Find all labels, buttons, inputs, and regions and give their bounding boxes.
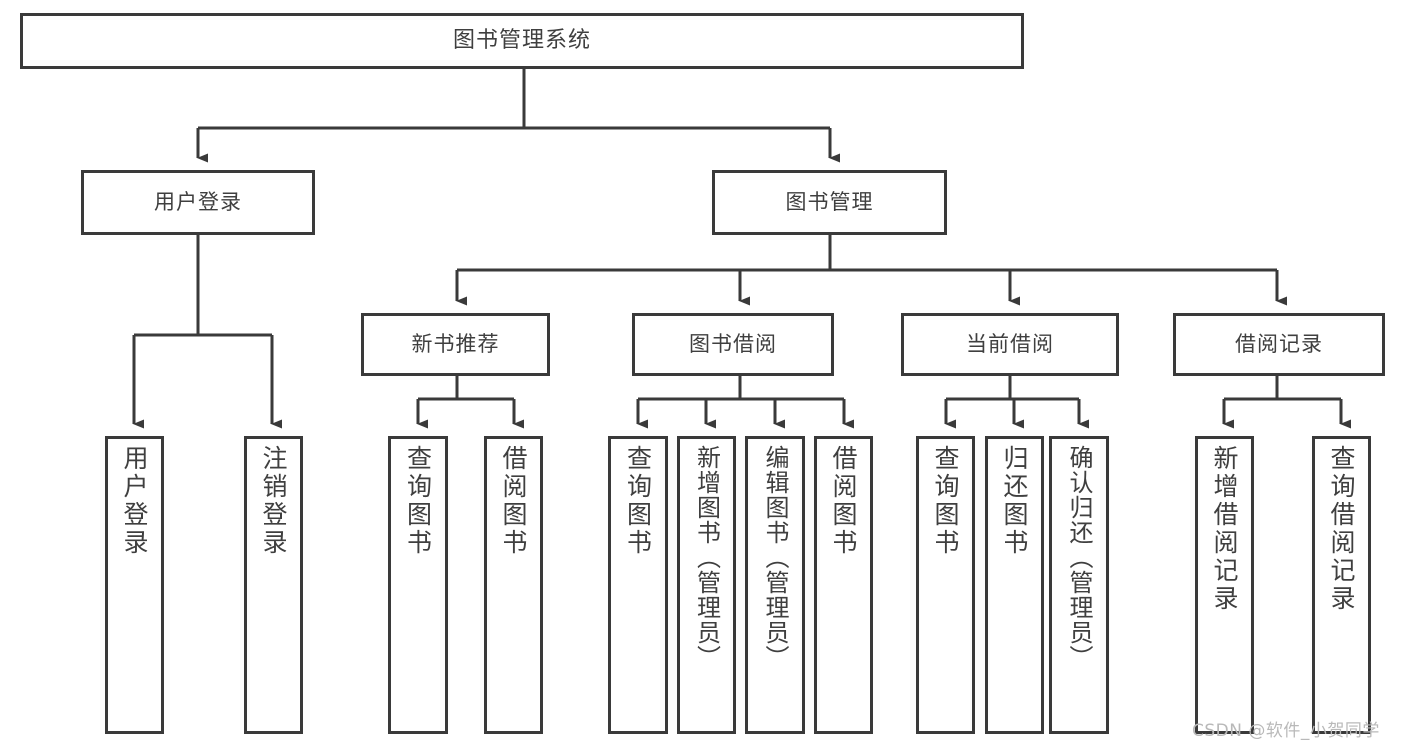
node-label: 查询图书 [623,445,653,557]
leaf-book-borrow-query-book[interactable]: 查询图书 [608,436,668,734]
leaf-book-borrow-borrow-book[interactable]: 借阅图书 [814,436,873,734]
node-label: 编辑图书（管理员） [761,445,789,670]
leaf-book-borrow-edit-book-admin[interactable]: 编辑图书（管理员） [745,436,805,734]
leaf-current-borrow-query-book[interactable]: 查询图书 [916,436,975,734]
node-book-borrow[interactable]: 图书借阅 [632,313,834,376]
node-label: 借阅记录 [1235,332,1323,357]
leaf-current-borrow-confirm-return-admin[interactable]: 确认归还（管理员） [1049,436,1109,734]
node-label: 图书借阅 [689,332,777,357]
leaf-book-borrow-add-book-admin[interactable]: 新增图书（管理员） [677,436,736,734]
leaf-borrow-record-add-record[interactable]: 新增借阅记录 [1195,436,1254,734]
node-borrow-record[interactable]: 借阅记录 [1173,313,1385,376]
node-label: 查询图书 [403,445,433,557]
node-label: 借阅图书 [499,445,528,557]
node-user-login[interactable]: 用户登录 [81,170,315,235]
leaf-current-borrow-return-book[interactable]: 归还图书 [985,436,1044,734]
node-label: 注销登录 [259,445,288,557]
node-root-book-management-system[interactable]: 图书管理系统 [20,13,1024,69]
node-label: 查询借阅记录 [1327,445,1356,613]
node-book-management[interactable]: 图书管理 [712,170,947,235]
node-new-book-recommend[interactable]: 新书推荐 [361,313,550,376]
node-label: 当前借阅 [966,332,1054,357]
leaf-borrow-record-query-record[interactable]: 查询借阅记录 [1312,436,1371,734]
node-label: 新增借阅记录 [1210,445,1239,613]
node-label: 归还图书 [1000,445,1029,557]
node-label: 用户登录 [120,445,149,557]
csdn-watermark: CSDN @软件_小贺同学 [1192,721,1380,741]
leaf-user-login-signout[interactable]: 注销登录 [244,436,303,734]
node-label: 借阅图书 [829,445,858,557]
leaf-user-login-signin[interactable]: 用户登录 [105,436,164,734]
leaf-new-book-borrow-book[interactable]: 借阅图书 [484,436,543,734]
node-label: 新增图书（管理员） [692,445,721,670]
node-label: 图书管理系统 [452,28,591,54]
node-label: 确认归还（管理员） [1065,445,1093,670]
node-current-borrow[interactable]: 当前借阅 [901,313,1119,376]
node-label: 新书推荐 [411,332,500,357]
leaf-new-book-query-book[interactable]: 查询图书 [388,436,448,734]
node-label: 用户登录 [154,190,242,215]
node-label: 查询图书 [931,445,960,557]
node-label: 图书管理 [785,190,874,215]
